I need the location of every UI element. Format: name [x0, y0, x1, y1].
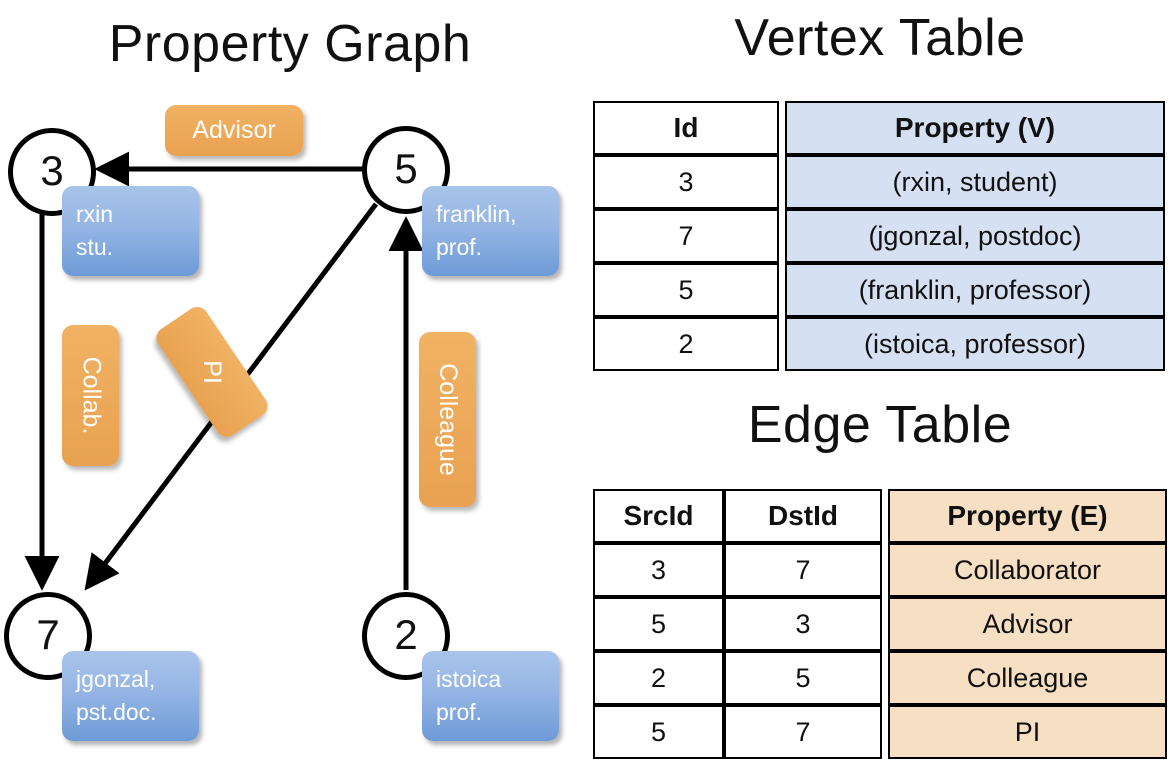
node-2-property-line-2: prof. — [436, 699, 483, 726]
pi-edge-label-text: PI — [198, 360, 227, 384]
graph-node-5-label: 5 — [394, 145, 418, 193]
node-5-property-line-2: prof. — [436, 234, 483, 261]
edge-table-column-gap — [882, 489, 888, 543]
edge-table-header-srcid: SrcId — [593, 489, 724, 543]
advisor-edge-label-text: Advisor — [192, 116, 276, 144]
edge-row-1-property: Advisor — [888, 597, 1167, 651]
table-row[interactable]: 3 (rxin, student) — [593, 155, 1165, 209]
vertex-table-column-gap — [779, 317, 785, 371]
node-5-property-line-1: franklin, — [436, 201, 517, 227]
node-2-property-box: istoica prof. — [422, 651, 559, 741]
node-3-property-box: rxin stu. — [62, 186, 199, 276]
vertex-row-3-property: (istoica, professor) — [785, 317, 1165, 371]
vertex-table-column-gap — [779, 263, 785, 317]
vertex-table-header-row: Id Property (V) — [593, 101, 1165, 155]
edge-row-3-property: PI — [888, 705, 1167, 759]
vertex-table-title: Vertex Table — [734, 9, 1026, 67]
graph-node-7-label: 7 — [36, 611, 60, 659]
edge-table-header-property: Property (E) — [888, 489, 1167, 543]
edge-table-column-gap — [882, 597, 888, 651]
edge-row-0-property: Collaborator — [888, 543, 1167, 597]
collab-edge-label-text: Collab. — [77, 356, 106, 435]
edge-row-1-dst: 3 — [724, 597, 882, 651]
edge-row-0-dst: 7 — [724, 543, 882, 597]
table-row[interactable]: 7 (jgonzal, postdoc) — [593, 209, 1165, 263]
vertex-table-column-gap — [779, 101, 785, 155]
node-7-property-box: jgonzal, pst.doc. — [62, 651, 199, 741]
node-7-property-line-2: pst.doc. — [76, 699, 157, 726]
advisor-edge-label: Advisor — [165, 105, 303, 156]
table-row[interactable]: 2 5 Colleague — [593, 651, 1167, 705]
edge-table-header-row: SrcId DstId Property (E) — [593, 489, 1167, 543]
edge-row-2-property: Colleague — [888, 651, 1167, 705]
vertex-row-2-property: (franklin, professor) — [785, 263, 1165, 317]
edge-row-0-src: 3 — [593, 543, 724, 597]
node-2-property-line-1: istoica — [436, 666, 502, 692]
table-row[interactable]: 3 7 Collaborator — [593, 543, 1167, 597]
property-graph-diagram: 3 5 7 2 rxin stu. franklin, prof. jgonza… — [0, 0, 580, 760]
vertex-row-1-id: 7 — [593, 209, 779, 263]
table-row[interactable]: 5 7 PI — [593, 705, 1167, 759]
vertex-row-0-property: (rxin, student) — [785, 155, 1165, 209]
edge-table-column-gap — [882, 651, 888, 705]
edge-table-column-gap — [882, 705, 888, 759]
node-3-property-line-2: stu. — [76, 234, 114, 261]
edge-table-column-gap — [882, 543, 888, 597]
edge-table-header-dstid: DstId — [724, 489, 882, 543]
edge-row-3-dst: 7 — [724, 705, 882, 759]
table-row[interactable]: 5 (franklin, professor) — [593, 263, 1165, 317]
vertex-table: Id Property (V) 3 (rxin, student) 7 (jgo… — [593, 101, 1165, 371]
vertex-row-3-id: 2 — [593, 317, 779, 371]
vertex-table-column-gap — [779, 155, 785, 209]
colleague-edge-label: Colleague — [419, 332, 476, 507]
vertex-table-header-property: Property (V) — [785, 101, 1165, 155]
vertex-row-1-property: (jgonzal, postdoc) — [785, 209, 1165, 263]
edge-row-2-dst: 5 — [724, 651, 882, 705]
vertex-row-2-id: 5 — [593, 263, 779, 317]
node-5-property-box: franklin, prof. — [422, 186, 559, 276]
edge-row-1-src: 5 — [593, 597, 724, 651]
colleague-edge-label-text: Colleague — [434, 363, 462, 476]
collab-edge-label: Collab. — [62, 325, 119, 466]
table-row[interactable]: 5 3 Advisor — [593, 597, 1167, 651]
graph-node-3-label: 3 — [40, 147, 64, 195]
node-7-property-line-1: jgonzal, — [76, 666, 156, 692]
edge-table: SrcId DstId Property (E) 3 7 Collaborato… — [593, 489, 1167, 759]
property-graph-title: Property Graph — [108, 15, 472, 73]
edge-row-3-src: 5 — [593, 705, 724, 759]
edge-table-title: Edge Table — [747, 396, 1013, 454]
graph-node-2[interactable]: 2 — [362, 592, 450, 680]
vertex-table-column-gap — [779, 209, 785, 263]
graph-node-5[interactable]: 5 — [362, 126, 450, 214]
vertex-row-0-id: 3 — [593, 155, 779, 209]
node-3-property-line-1: rxin — [76, 201, 114, 227]
vertex-table-header-id: Id — [593, 101, 779, 155]
edge-row-2-src: 2 — [593, 651, 724, 705]
table-row[interactable]: 2 (istoica, professor) — [593, 317, 1165, 371]
graph-node-2-label: 2 — [394, 611, 418, 659]
